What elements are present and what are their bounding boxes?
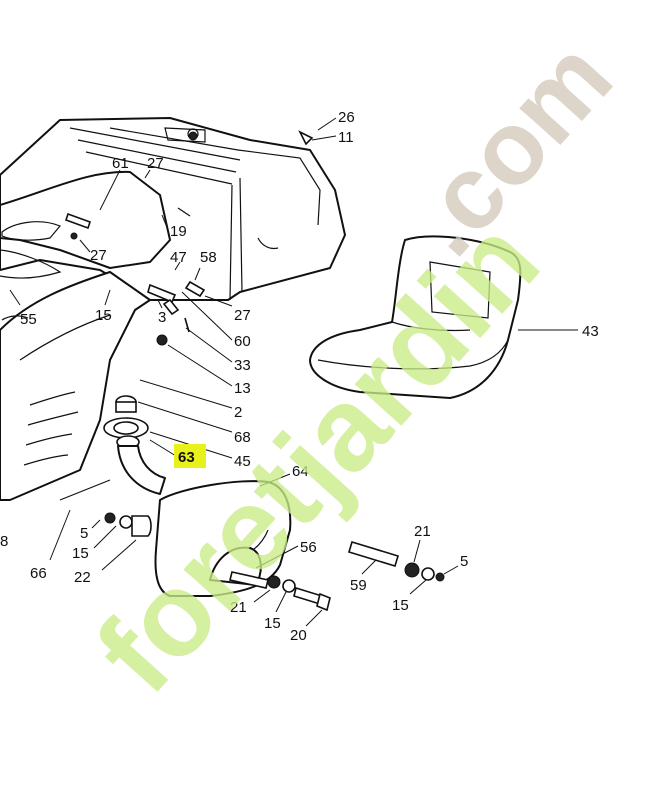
callout-15: 15	[72, 545, 89, 562]
callout-labels: 26 11 61 27 19 27 47 58 55 15 3 27 60 33…	[0, 109, 599, 644]
callout-22: 22	[74, 569, 91, 586]
callout-59: 59	[350, 577, 367, 594]
callout-2: 2	[234, 404, 242, 421]
callout-66: 66	[30, 565, 47, 582]
hardware-top	[64, 130, 314, 346]
callout-61: 61	[112, 155, 129, 172]
callout-15: 15	[392, 597, 409, 614]
hardware-left	[104, 512, 152, 537]
callout-5: 5	[460, 553, 468, 570]
callout-58: 58	[200, 249, 217, 266]
callout-33: 33	[234, 357, 251, 374]
callout-63: 63	[178, 449, 195, 466]
callout-56: 56	[300, 539, 317, 556]
callout-55: 55	[20, 311, 37, 328]
fender-panel	[0, 271, 151, 501]
callout-5: 5	[80, 525, 88, 542]
callout-43: 43	[582, 323, 599, 340]
callout-26: 26	[338, 109, 355, 126]
seat	[309, 235, 522, 399]
callout-3: 3	[158, 309, 166, 326]
callout-47: 47	[170, 249, 187, 266]
callout-45: 45	[234, 453, 251, 470]
callout-21: 21	[414, 523, 431, 540]
callout-11: 11	[338, 129, 354, 146]
callout-13: 13	[234, 380, 251, 397]
callout-20: 20	[290, 627, 307, 644]
callout-15: 15	[264, 615, 281, 632]
hardware-pin-59	[348, 541, 445, 582]
rear-body-shell	[0, 117, 346, 301]
callout-27: 27	[147, 155, 164, 172]
hardware-bolt-56	[229, 571, 331, 612]
callout-27: 27	[90, 247, 107, 264]
callout-63-highlight	[174, 444, 206, 468]
callout-15: 15	[95, 307, 112, 324]
callout-21: 21	[230, 599, 247, 616]
fuel-filler-assembly	[103, 395, 166, 495]
leader-lines	[9, 117, 578, 627]
callout-27: 27	[234, 307, 251, 324]
callout-19: 19	[170, 223, 187, 240]
callout-64: 64	[292, 463, 309, 480]
callout-68: 68	[234, 429, 251, 446]
callout-60: 60	[234, 333, 251, 350]
callout-8: 8	[0, 533, 8, 550]
